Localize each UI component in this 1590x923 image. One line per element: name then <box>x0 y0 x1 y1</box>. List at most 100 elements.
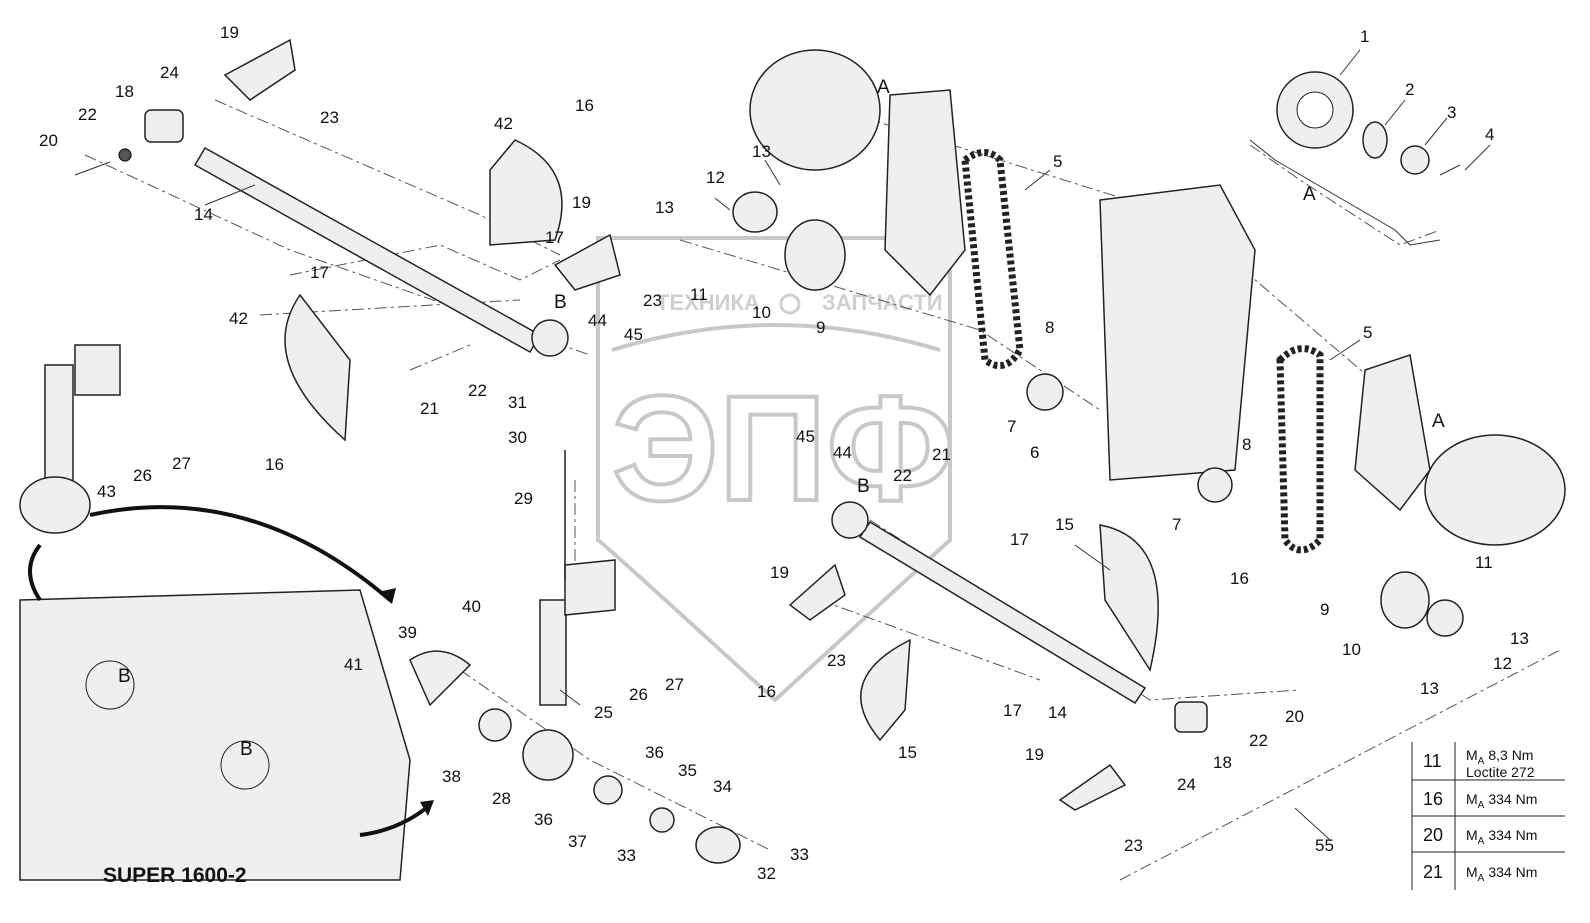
torque-item-number: 21 <box>1423 862 1443 882</box>
upper-shaft-assembly <box>74 38 621 442</box>
part-label: 6 <box>1030 443 1039 462</box>
hydraulic-motor <box>749 49 881 171</box>
part-label: 24 <box>160 63 179 82</box>
part-label: 1 <box>1360 27 1369 46</box>
part-label: 36 <box>534 810 553 829</box>
arm-hub <box>19 476 91 534</box>
detail-label-b: B <box>857 476 870 497</box>
part-label: 23 <box>320 108 339 127</box>
part-label: 35 <box>678 761 697 780</box>
arm-hub-lower <box>522 729 574 781</box>
arm-bracket <box>74 344 121 396</box>
part-label: 9 <box>1320 600 1329 619</box>
detail-a <box>1249 71 1461 246</box>
part-labels: 1 2 3 4 5 5 6 7 7 8 8 9 9 10 10 11 11 12… <box>39 23 1529 883</box>
sprocket-lower <box>831 501 869 539</box>
cutting-disc-upper <box>489 139 563 246</box>
part-label: 14 <box>194 205 213 224</box>
bearing-housing-lower <box>1426 599 1464 637</box>
knife-holder <box>223 38 296 101</box>
part-label: 5 <box>1363 323 1372 342</box>
part-label: 16 <box>265 455 284 474</box>
part-label: 4 <box>1485 125 1494 144</box>
bearing-flange-lower <box>1380 571 1430 629</box>
part-label: 21 <box>932 445 951 464</box>
bearing-bushing <box>144 109 184 143</box>
hydraulic-motor-lower <box>1424 434 1566 546</box>
part-label: 8 <box>1045 318 1054 337</box>
drive-chain-lower <box>1276 345 1324 554</box>
part-label: 22 <box>468 381 487 400</box>
part-label: 45 <box>624 325 643 344</box>
part-label: 34 <box>713 777 732 796</box>
detail-label-b: B <box>240 739 253 760</box>
machine-frame <box>19 589 411 881</box>
part-label: 13 <box>1510 629 1529 648</box>
part-label: 21 <box>420 399 439 418</box>
detail-label-a: A <box>1303 184 1316 205</box>
part-label: 44 <box>833 443 852 462</box>
drive-assembly-upper <box>732 49 1256 481</box>
detail-label-b: B <box>554 292 567 313</box>
knife-holder-lower <box>788 563 846 621</box>
cutting-disc-lower <box>284 293 351 442</box>
part-label: 26 <box>133 466 152 485</box>
part-label: 12 <box>706 168 725 187</box>
part-label: 8 <box>1242 435 1251 454</box>
model-title: SUPER 1600-2 <box>103 864 247 887</box>
part-label: 31 <box>508 393 527 412</box>
part-label: 20 <box>39 131 58 150</box>
lower-shaft-assembly <box>788 501 1208 811</box>
part-label: 11 <box>690 285 708 304</box>
part-label: 23 <box>643 291 662 310</box>
seal-ring <box>478 708 512 742</box>
part-label: 43 <box>97 482 116 501</box>
torque-item-number: 11 <box>1423 751 1442 771</box>
part-label: 15 <box>898 743 917 762</box>
part-label: 26 <box>629 685 648 704</box>
clamp-bracket <box>409 650 472 707</box>
washer-small <box>649 807 675 833</box>
torque-item-number: 16 <box>1423 789 1443 809</box>
support-arm-lower <box>539 599 567 706</box>
part-label: 32 <box>757 864 776 883</box>
upper-shaft <box>193 146 542 354</box>
part-label: 40 <box>462 597 481 616</box>
part-label: 17 <box>545 228 564 247</box>
drive-assembly-lower <box>1197 345 1566 637</box>
bearing-flange <box>784 219 846 291</box>
part-label: 37 <box>568 832 587 851</box>
part-label: 28 <box>492 789 511 808</box>
arm-bracket-lower <box>564 559 616 616</box>
part-label: 19 <box>1025 745 1044 764</box>
watermark-left-word: ТЕХНИКА <box>656 290 760 315</box>
part-label: 29 <box>514 489 533 508</box>
detail-markers: A A A B B B B <box>118 77 1445 760</box>
part-label: 17 <box>1010 530 1029 549</box>
ball-bearing <box>1026 373 1064 411</box>
part-label: 33 <box>617 846 636 865</box>
part-label: 16 <box>1230 569 1249 588</box>
watermark: ТЕХНИКА ЗАПЧАСТИ ЭПФ <box>596 236 957 703</box>
part-label: 44 <box>588 311 607 330</box>
part-label: 16 <box>575 96 594 115</box>
part-label: 24 <box>1177 775 1196 794</box>
ball-bearing-lower <box>1197 467 1233 503</box>
part-label: 41 <box>344 655 363 674</box>
part-label: 36 <box>645 743 664 762</box>
support-arm <box>44 364 74 486</box>
part-label: 18 <box>1213 753 1232 772</box>
knife-holder-bottom <box>1058 763 1127 811</box>
part-label: 12 <box>1493 654 1512 673</box>
part-label: 14 <box>1048 703 1067 722</box>
part-label: 10 <box>752 303 771 322</box>
gearbox-housing <box>1099 184 1256 481</box>
watermark-brand: ЭПФ <box>612 364 955 532</box>
arrow-to-detail <box>89 505 392 602</box>
motor-flange-plate-lower <box>1354 354 1431 512</box>
part-label: 22 <box>78 105 97 124</box>
